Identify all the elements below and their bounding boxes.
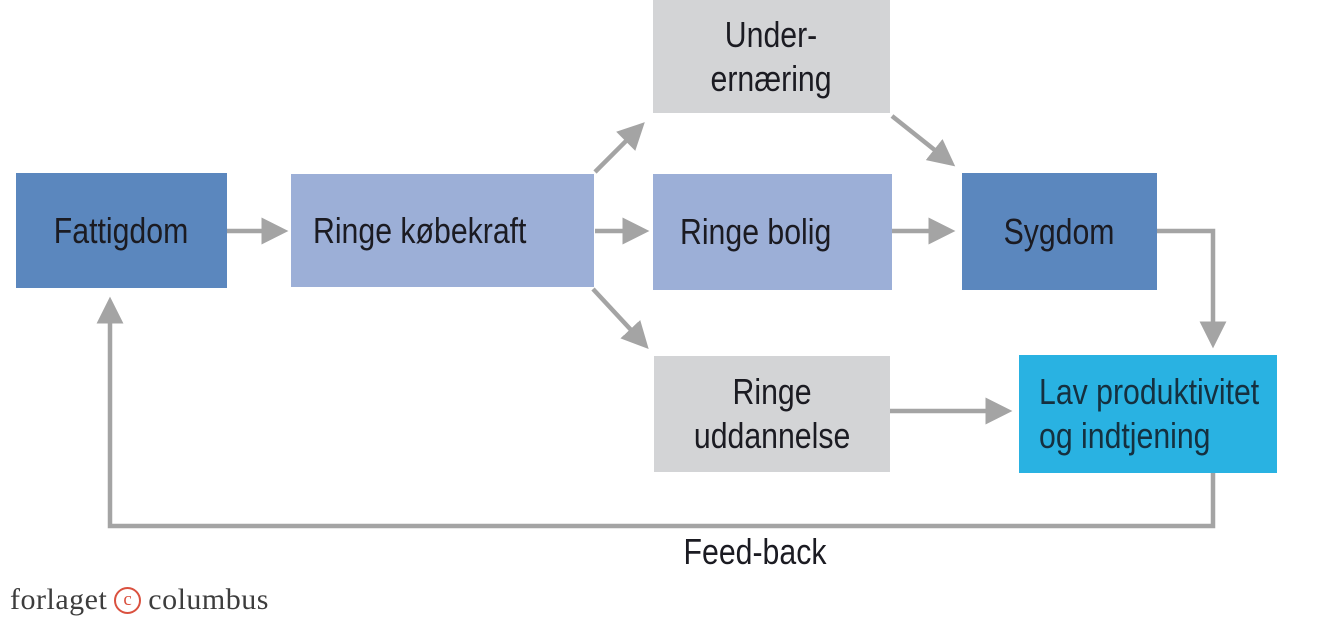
arrow-underernaering-to-sygdom bbox=[890, 114, 956, 167]
arrow-kobekraft-to-uddannelse bbox=[591, 287, 649, 349]
arrow-sygdom-to-produktivitet bbox=[1157, 228, 1227, 349]
node-lav-produktivitet-line2: og indtjening bbox=[1039, 415, 1211, 456]
node-ringe-kobekraft: Ringe købekraft bbox=[291, 174, 594, 287]
node-underernaering-line2: ernæring bbox=[710, 57, 833, 99]
publisher-logo: forlaget c columbus bbox=[10, 583, 269, 617]
logo-word-forlaget: forlaget bbox=[10, 583, 108, 616]
copyright-icon: c bbox=[114, 586, 142, 614]
node-ringe-uddannelse-line2: uddannelse bbox=[693, 415, 851, 456]
node-ringe-bolig: Ringe bolig bbox=[653, 174, 892, 290]
node-underernaering-line1: Under- bbox=[725, 13, 818, 55]
feedback-label: Feed-back bbox=[683, 531, 827, 572]
node-ringe-bolig-label: Ringe bolig bbox=[680, 211, 832, 253]
logo-word-columbus: columbus bbox=[148, 583, 269, 616]
node-fattigdom-label: Fattigdom bbox=[54, 209, 189, 251]
arrow-feedback-to-fattigdom bbox=[96, 296, 1216, 529]
node-underernaering: Under- ernæring bbox=[653, 0, 890, 113]
node-lav-produktivitet: Lav produktivitet og indtjening bbox=[1019, 355, 1277, 473]
node-sygdom: Sygdom bbox=[962, 173, 1157, 290]
node-lav-produktivitet-line1: Lav produktivitet bbox=[1039, 371, 1260, 413]
node-sygdom-label: Sygdom bbox=[1004, 210, 1115, 252]
node-fattigdom: Fattigdom bbox=[16, 173, 227, 288]
node-ringe-kobekraft-label: Ringe købekraft bbox=[313, 209, 527, 251]
arrow-kobekraft-to-underernaering bbox=[593, 122, 645, 174]
node-ringe-uddannelse-line1: Ringe bbox=[732, 371, 812, 413]
copyright-letter: c bbox=[123, 588, 133, 610]
node-ringe-uddannelse: Ringe uddannelse bbox=[654, 356, 890, 472]
